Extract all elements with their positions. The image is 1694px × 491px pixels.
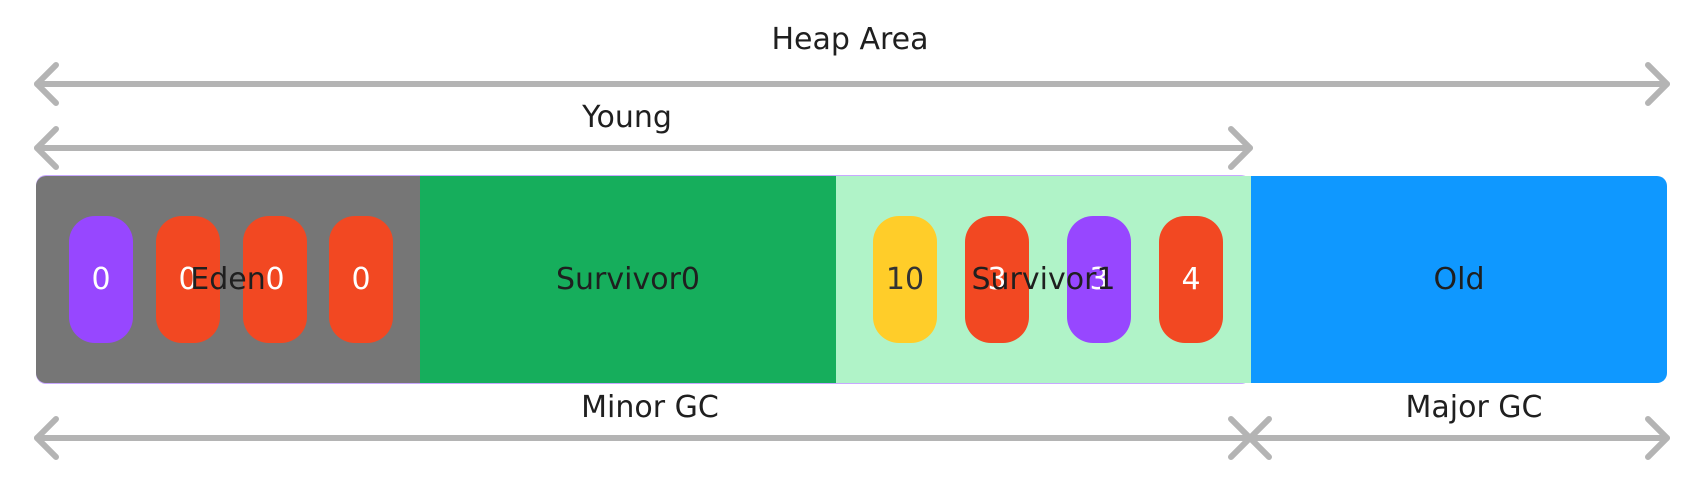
minor-gc-label: Minor GC (581, 390, 719, 425)
survivor1-object[interactable]: 4 (1159, 216, 1223, 343)
survivor1-object[interactable]: 10 (873, 216, 937, 343)
eden-object[interactable]: 0 (69, 216, 133, 343)
survivor0-region[interactable]: Survivor0 (420, 176, 836, 383)
young-arrow (34, 126, 1253, 170)
heap-area-label: Heap Area (771, 22, 929, 57)
major-gc-arrow (1247, 416, 1670, 460)
survivor0-label: Survivor0 (555, 262, 700, 297)
survivor1-label: Survivor1 (971, 262, 1116, 297)
eden-object[interactable]: 0 (243, 216, 307, 343)
survivor1-object[interactable]: 3 (1067, 216, 1131, 343)
survivor1-object[interactable]: 3 (965, 216, 1029, 343)
major-gc-label: Major GC (1405, 390, 1543, 425)
heap-area-arrow (34, 62, 1670, 106)
eden-object[interactable]: 0 (329, 216, 393, 343)
old-region[interactable]: Old (1251, 176, 1667, 383)
young-label: Young (582, 100, 672, 135)
old-label: Old (1433, 262, 1485, 297)
eden-object[interactable]: 0 (156, 216, 220, 343)
eden-label: Eden (190, 262, 266, 297)
